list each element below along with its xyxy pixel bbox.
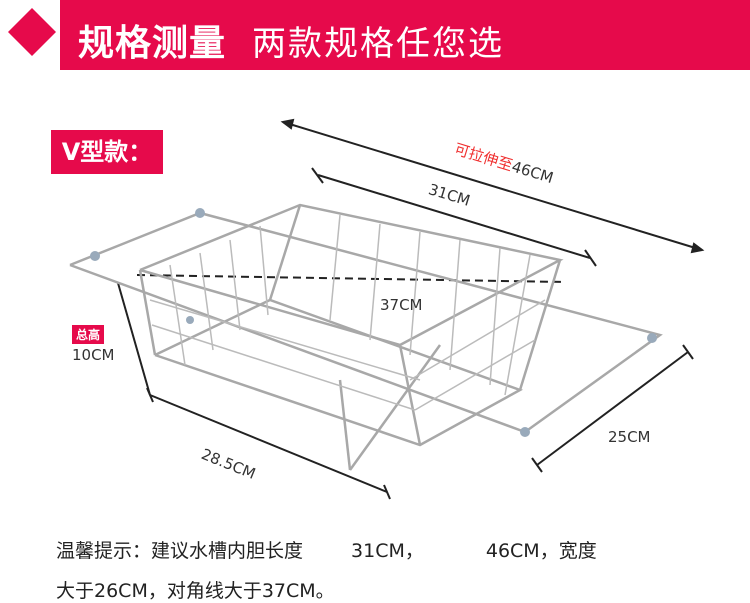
- height-badge: 总高: [72, 325, 105, 344]
- length-line: [317, 174, 591, 259]
- diamond-icon: [8, 8, 56, 56]
- header-title-light: 两款规格任您选: [252, 24, 504, 64]
- dimension-lines: [117, 118, 705, 500]
- width-label: 25CM: [608, 428, 651, 446]
- slider-knobs: [90, 208, 657, 437]
- basket-grid: [149, 214, 546, 411]
- bottom-length-line: [149, 394, 388, 493]
- variant-label: V型款：: [51, 130, 163, 174]
- width-line: [536, 351, 689, 466]
- note-line-1: 温馨提示：建议水槽内胆长度 31CM， 46CM，宽度: [56, 536, 597, 563]
- diagonal-line: [136, 274, 566, 283]
- height-line: [117, 282, 151, 396]
- note-length-max: 46CM，宽度: [485, 540, 597, 562]
- header-title-bold: 规格测量: [78, 23, 227, 64]
- note-text: 温馨提示：建议水槽内胆长度: [56, 540, 304, 562]
- header-banner: 规格测量 两款规格任您选: [60, 0, 750, 70]
- height-label: 10CM: [72, 346, 115, 364]
- extended-length-line: [282, 121, 703, 251]
- diagonal-label: 37CM: [380, 296, 423, 314]
- note-line-2: 大于26CM，对角线大于37CM。: [56, 580, 335, 602]
- note-length-min: 31CM，: [351, 540, 424, 562]
- basket-wires: [69, 203, 663, 471]
